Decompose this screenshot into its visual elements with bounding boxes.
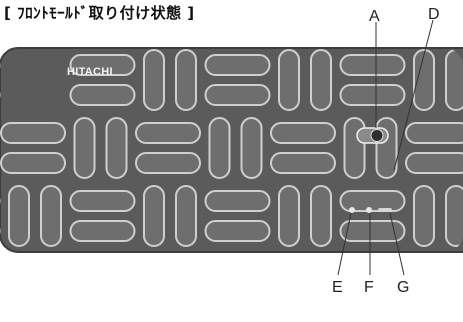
vent-slot <box>69 84 136 106</box>
vent-slot <box>413 185 435 247</box>
vent-slot <box>343 117 366 179</box>
vent-slot <box>175 185 197 247</box>
vent-slot <box>375 117 398 179</box>
vent-slot <box>310 49 332 111</box>
vent-slot <box>73 117 96 179</box>
leader-lines <box>337 19 434 276</box>
callout-f: F <box>364 279 374 296</box>
vent-slot <box>240 117 263 179</box>
vent-slot <box>143 49 165 111</box>
vent-slot <box>310 185 332 247</box>
vent-slot <box>135 152 201 174</box>
vent-slot <box>204 84 271 106</box>
vent-slot <box>175 49 197 111</box>
callout-d: D <box>428 6 440 23</box>
vent-slot <box>0 122 66 144</box>
hitachi-logo: HITACHI <box>67 66 113 78</box>
vent-slot <box>204 220 271 242</box>
vent-slot <box>278 49 300 111</box>
vent-slot <box>8 185 30 247</box>
vent-pattern <box>0 49 463 247</box>
vent-slot <box>135 122 201 144</box>
vent-slot <box>69 190 136 212</box>
indicator-lamps <box>349 207 392 213</box>
vent-slot <box>270 122 336 144</box>
vent-slot <box>204 190 271 212</box>
vent-slot <box>40 185 62 247</box>
vent-slot <box>339 220 406 242</box>
vent-slot <box>105 117 128 179</box>
vent-slot <box>339 54 406 76</box>
vent-slot <box>143 185 165 247</box>
callout-a: A <box>369 8 380 25</box>
vent-slot <box>69 54 136 76</box>
vent-slot <box>339 190 406 212</box>
page-title: [ ﾌﾛﾝﾄﾓｰﾙﾄﾞ取り付け状態 ] <box>4 4 195 22</box>
vent-slot <box>405 122 463 144</box>
vent-slot <box>0 152 66 174</box>
callout-g: G <box>397 279 409 296</box>
power-switch[interactable] <box>356 127 389 144</box>
vent-slot <box>413 49 435 111</box>
vent-slot <box>339 84 406 106</box>
vent-slot <box>445 185 463 247</box>
vent-slot <box>445 49 463 111</box>
vent-slot <box>270 152 336 174</box>
vent-slot <box>69 220 136 242</box>
vent-slot <box>278 185 300 247</box>
vent-slot <box>405 152 463 174</box>
vent-slot <box>204 54 271 76</box>
vent-slot <box>208 117 231 179</box>
callout-e: E <box>332 279 343 296</box>
